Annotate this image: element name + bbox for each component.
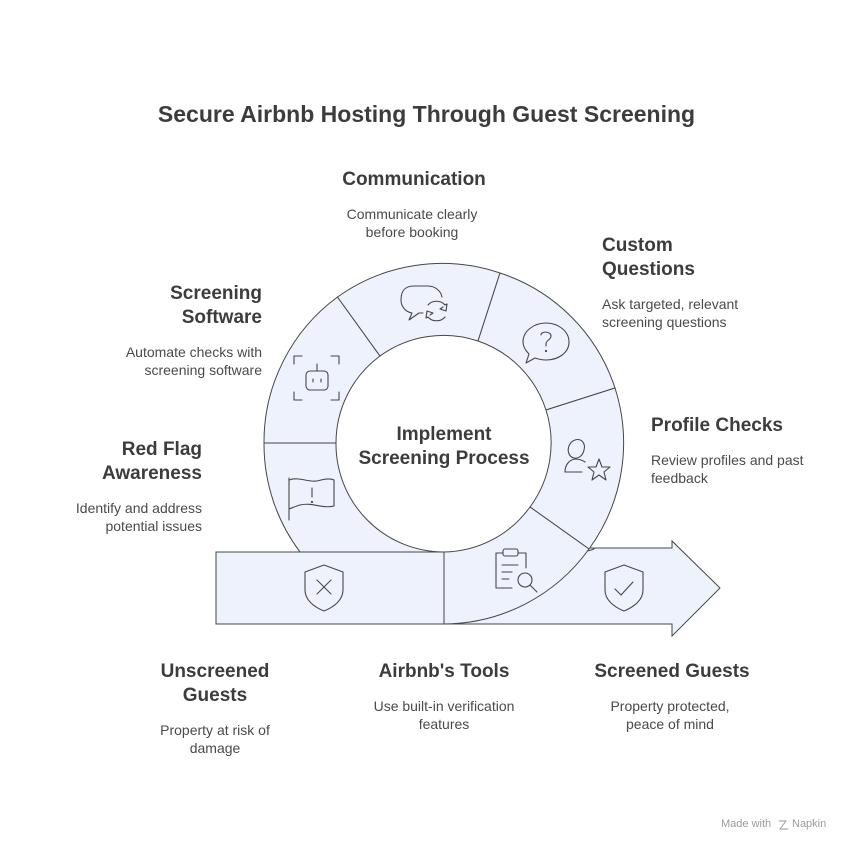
custom-questions-desc: Ask targeted, relevant screening questio… bbox=[602, 296, 739, 330]
footer-made-with: Made with bbox=[721, 818, 772, 830]
screening-software-title: Screening Software bbox=[170, 283, 262, 328]
ring-segment-profile-checks bbox=[529, 387, 625, 550]
ring-segment-communication bbox=[336, 263, 501, 357]
screening-software-desc: Automate checks with screening software bbox=[125, 344, 262, 378]
page-title: Secure Airbnb Hosting Through Guest Scre… bbox=[157, 101, 696, 127]
flag-icon bbox=[288, 477, 335, 521]
communication-desc: Communicate clearly before booking bbox=[346, 206, 478, 240]
center-label: Implement Screening Process bbox=[358, 424, 530, 469]
ring-segment-screening-software bbox=[263, 296, 381, 444]
napkin-logo-icon bbox=[778, 820, 789, 830]
screened-guests-title: Screened Guests bbox=[594, 661, 750, 682]
footer-brand[interactable]: Napkin bbox=[792, 818, 827, 830]
shield-check-icon bbox=[604, 564, 644, 612]
chat-sync-icon bbox=[400, 285, 448, 322]
robot-icon bbox=[293, 355, 340, 401]
airbnb-tools-title: Airbnb's Tools bbox=[378, 661, 510, 682]
question-bubble-icon bbox=[522, 322, 570, 364]
communication-title: Communication bbox=[342, 169, 486, 190]
arrow-body-start bbox=[215, 551, 445, 625]
red-flag-title: Red Flag Awareness bbox=[102, 439, 202, 484]
unscreened-guests-desc: Property at risk of damage bbox=[160, 722, 270, 756]
red-flag-desc: Identify and address potential issues bbox=[75, 500, 202, 534]
custom-questions-title: Custom Questions bbox=[602, 235, 695, 280]
profile-checks-desc: Review profiles and past feedback bbox=[651, 452, 804, 486]
unscreened-guests-title: Unscreened Guests bbox=[160, 661, 270, 706]
airbnb-tools-desc: Use built-in verification features bbox=[373, 698, 515, 732]
profile-checks-title: Profile Checks bbox=[651, 415, 783, 436]
screened-guests-desc: Property protected, peace of mind bbox=[610, 698, 730, 732]
shield-x-icon bbox=[304, 564, 344, 612]
ring-segment-red-flag bbox=[263, 442, 445, 553]
user-star-icon bbox=[564, 439, 611, 481]
clipboard-search-icon bbox=[495, 548, 538, 593]
